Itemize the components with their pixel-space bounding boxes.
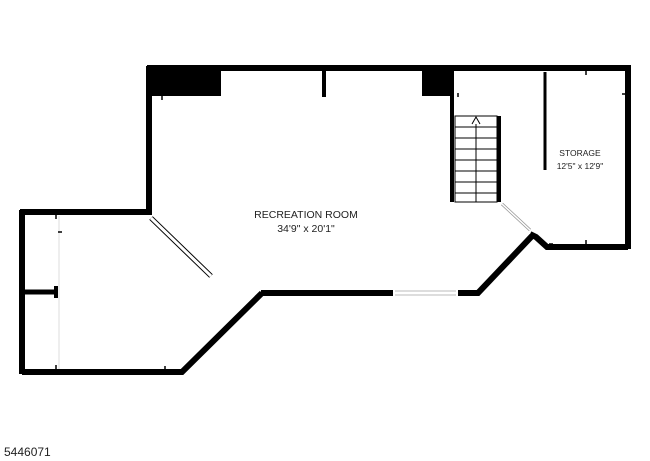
chimney-block-right (422, 66, 454, 96)
staircase (454, 115, 498, 203)
room-label-storage: STORAGE (559, 148, 601, 158)
room-dims-recreation: 34'9" x 20'1" (277, 223, 335, 235)
room-dims-storage: 12'5" x 12'9" (557, 161, 604, 171)
exterior-walls (19, 65, 631, 375)
door-panel-storage (500, 202, 532, 232)
corner-ticks (55, 71, 626, 370)
room-label-recreation: RECREATION ROOM (254, 209, 358, 221)
chimney-block-left (147, 66, 221, 96)
listing-id: 5446071 (4, 445, 51, 459)
window-bottom (395, 290, 456, 296)
door-panel-left (149, 216, 213, 278)
